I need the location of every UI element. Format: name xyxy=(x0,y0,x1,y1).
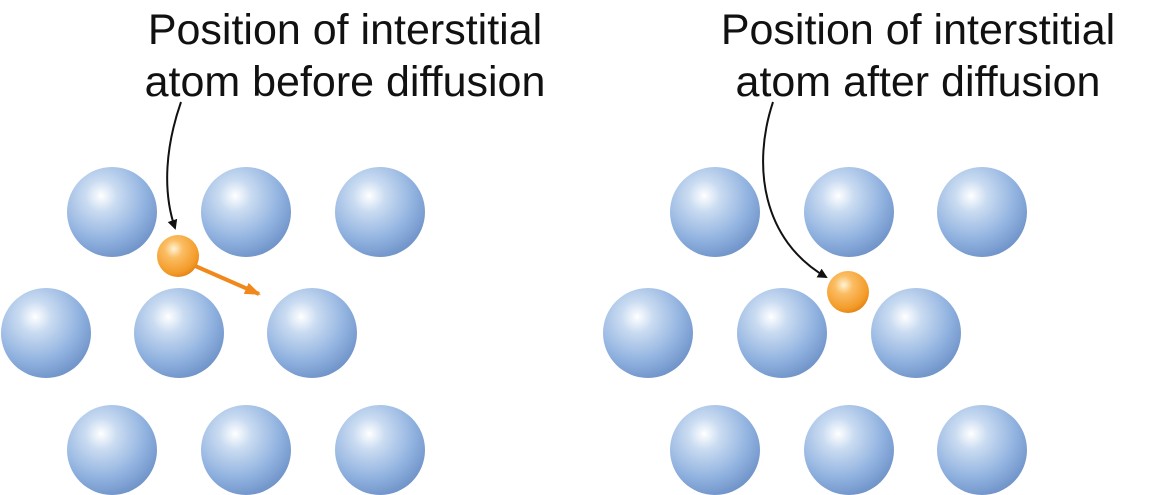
host-lattice-before xyxy=(1,167,425,495)
host-atom xyxy=(335,405,425,495)
host-lattice-after xyxy=(603,167,1027,495)
host-atom xyxy=(670,167,760,257)
host-atom xyxy=(603,288,693,378)
caption-before-line-1: Position of interstitial xyxy=(147,6,543,54)
host-atom xyxy=(1,288,91,378)
host-atom xyxy=(67,405,157,495)
host-atom xyxy=(134,288,224,378)
host-atom xyxy=(804,167,894,257)
interstitial-atom-after xyxy=(827,271,869,313)
host-atom xyxy=(871,288,961,378)
caption-after-line-2: atom after diffusion xyxy=(735,58,1101,106)
interstitial-atom-before xyxy=(157,235,199,277)
host-atom xyxy=(201,167,291,257)
host-atom xyxy=(937,405,1027,495)
pointer-arrow-after xyxy=(762,101,828,279)
caption-after-diffusion: Position of interstitial atom after diff… xyxy=(668,4,1150,108)
host-atom xyxy=(67,167,157,257)
diffusion-direction-arrow xyxy=(192,263,261,296)
caption-after-line-1: Position of interstitial xyxy=(720,6,1116,54)
caption-before-diffusion: Position of interstitial atom before dif… xyxy=(95,4,595,108)
caption-before-line-2: atom before diffusion xyxy=(144,58,546,106)
host-atom xyxy=(335,167,425,257)
host-atom xyxy=(937,167,1027,257)
host-atom xyxy=(267,288,357,378)
pointer-arrow-before xyxy=(166,101,182,230)
host-atom xyxy=(804,405,894,495)
host-atom xyxy=(201,405,291,495)
host-atom xyxy=(737,288,827,378)
host-atom xyxy=(670,405,760,495)
